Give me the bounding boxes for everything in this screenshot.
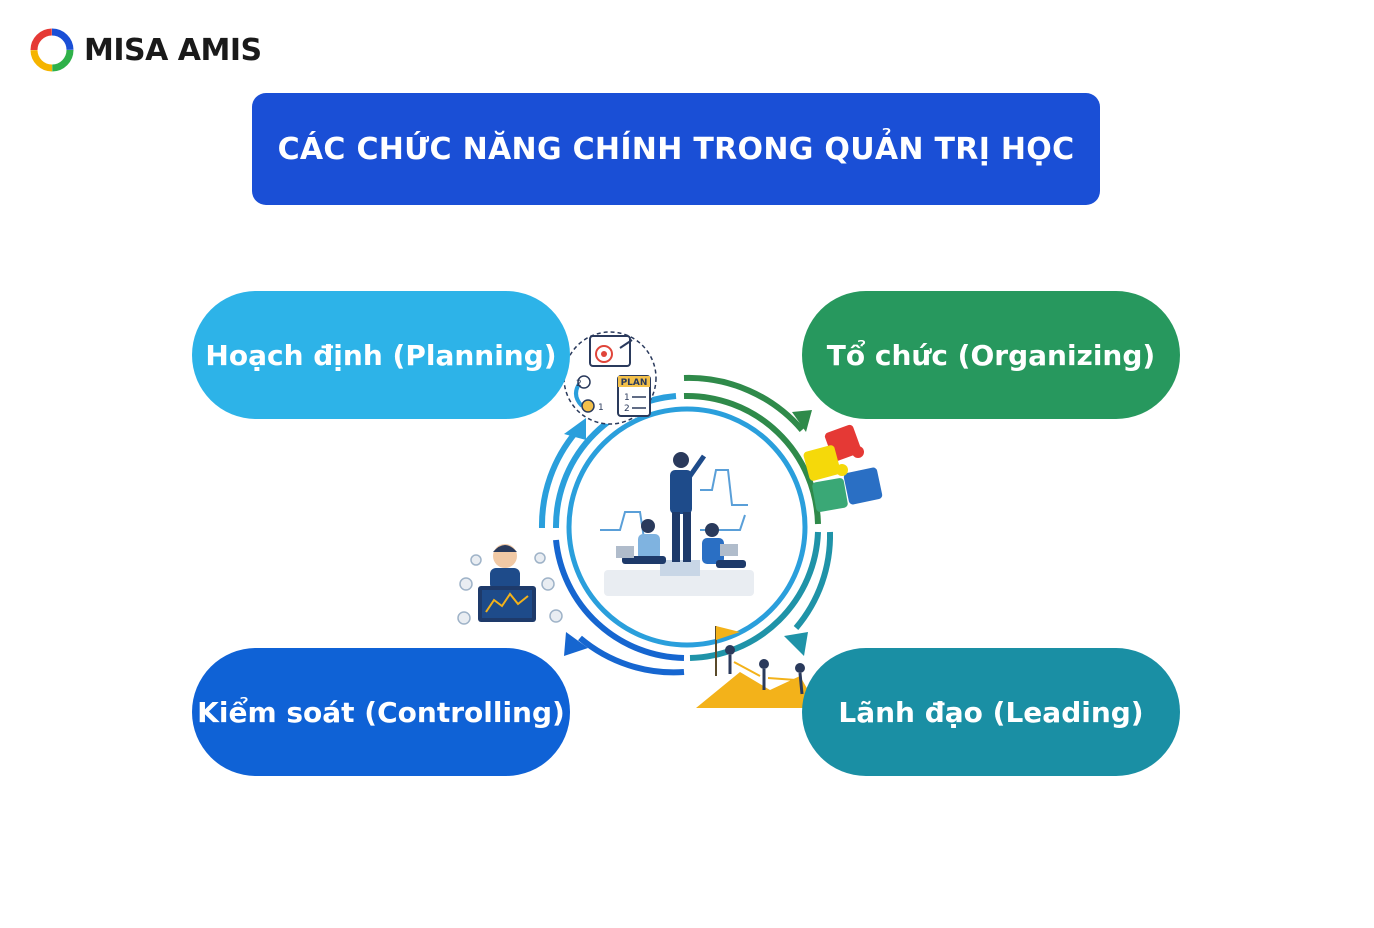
arc-organizing [683, 374, 821, 525]
brand-name: MISA AMIS [84, 32, 262, 68]
plan-list-2: 2 [624, 404, 630, 414]
plan-list-1: 1 [624, 393, 630, 403]
leading-illustration [696, 626, 818, 708]
function-organizing-label: Tổ chức (Organizing) [826, 338, 1156, 372]
function-leading: Lãnh đạo (Leading) [802, 648, 1180, 776]
controlling-illustration [457, 544, 563, 625]
plan-step-2: 2 [576, 379, 582, 389]
function-planning: Hoạch định (Planning) [192, 291, 570, 419]
function-organizing: Tổ chức (Organizing) [802, 291, 1180, 419]
brand-logo: MISA AMIS [30, 28, 262, 72]
plan-badge: PLAN [621, 378, 648, 388]
team-illustration [600, 452, 754, 596]
misa-logo-icon [30, 28, 74, 72]
puzzle-illustration [803, 424, 883, 512]
arc-controlling [553, 539, 685, 676]
function-planning-label: Hoạch định (Planning) [205, 338, 557, 372]
planning-illustration: PLAN 1 2 2 1 [563, 331, 657, 425]
function-controlling: Kiểm soát (Controlling) [192, 648, 570, 776]
diagram-title: CÁC CHỨC NĂNG CHÍNH TRONG QUẢN TRỊ HỌC [277, 131, 1075, 167]
plan-step-1: 1 [598, 403, 604, 413]
title-banner: CÁC CHỨC NĂNG CHÍNH TRONG QUẢN TRỊ HỌC [252, 93, 1100, 205]
function-controlling-label: Kiểm soát (Controlling) [197, 695, 565, 729]
function-leading-label: Lãnh đạo (Leading) [838, 695, 1144, 729]
inner-ring [566, 406, 808, 648]
